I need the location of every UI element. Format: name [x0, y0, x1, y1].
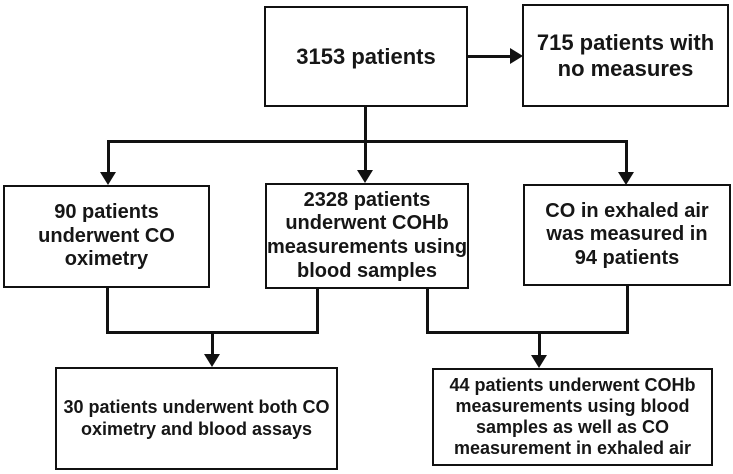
node-cohb-blood-and-exhaled-text: 44 patients underwent COHb measurements … [449, 375, 695, 460]
connector-total-to-no-measures [467, 55, 511, 58]
node-label-line: 90 patients [54, 201, 159, 224]
connector-branch-to-exhaled [625, 141, 628, 173]
node-both-oximetry-and-blood-text: 30 patients underwent both CO oximetry a… [63, 397, 329, 439]
arrowhead-down-icon [204, 354, 220, 367]
arrowhead-down-icon [357, 170, 373, 183]
connector-branch-to-oximetry [107, 141, 110, 173]
connector-cohb-down-right [426, 288, 429, 334]
node-label-line: 3153 patients [296, 43, 436, 69]
node-co-oximetry-text: 90 patients underwent CO oximetry [38, 201, 175, 272]
node-total-patients-text: 3153 patients [296, 44, 435, 70]
node-label-line: 44 patients underwent COHb [449, 374, 696, 395]
node-label-line: 715 patients with [536, 29, 715, 55]
node-cohb-blood-samples-text: 2328 patients underwent COHb measurement… [267, 189, 467, 283]
node-no-measures: 715 patients with no measures [522, 4, 729, 107]
connector-exhaled-down [626, 285, 629, 334]
connector-merge-to-both [211, 332, 214, 356]
node-exhaled-air: CO in exhaled air was measured in 94 pat… [523, 184, 731, 286]
connector-merge-right-horizontal [426, 331, 629, 334]
node-label-line: underwent CO [38, 224, 175, 247]
node-no-measures-text: 715 patients with no measures [537, 30, 714, 82]
connector-oximetry-down [106, 287, 109, 334]
arrowhead-down-icon [618, 172, 634, 185]
node-label-line: oximetry and blood assays [80, 418, 313, 439]
node-both-oximetry-and-blood: 30 patients underwent both CO oximetry a… [55, 367, 338, 470]
node-cohb-blood-samples: 2328 patients underwent COHb measurement… [265, 183, 469, 289]
connector-total-down [364, 105, 367, 142]
node-label-line: no measures [557, 55, 694, 81]
connector-branch-to-cohb [364, 141, 367, 173]
connector-branch-horizontal [107, 140, 628, 143]
node-label-line: CO in exhaled air [545, 199, 709, 222]
node-label-line: 30 patients underwent both CO [63, 397, 330, 418]
node-label-line: blood samples [296, 259, 438, 282]
node-label-line: 94 patients [574, 246, 680, 269]
node-cohb-blood-and-exhaled: 44 patients underwent COHb measurements … [432, 368, 713, 466]
arrowhead-down-icon [531, 355, 547, 368]
arrowhead-right-icon [510, 48, 523, 64]
node-total-patients: 3153 patients [264, 6, 468, 107]
node-label-line: underwent COHb [285, 212, 449, 235]
node-label-line: measurements using blood [455, 395, 690, 416]
node-label-line: measurements using [266, 236, 468, 258]
connector-merge-to-combo [538, 332, 541, 356]
connector-cohb-down-left [316, 288, 319, 334]
node-label-line: samples as well as CO [475, 417, 670, 437]
node-label-line: measurement in exhaled air [453, 438, 692, 459]
node-label-line: oximetry [64, 248, 149, 271]
node-label-line: 2328 patients [303, 188, 431, 211]
node-label-line: was measured in [546, 223, 708, 246]
node-exhaled-air-text: CO in exhaled air was measured in 94 pat… [545, 200, 708, 271]
node-co-oximetry: 90 patients underwent CO oximetry [3, 185, 210, 288]
arrowhead-down-icon [100, 172, 116, 185]
